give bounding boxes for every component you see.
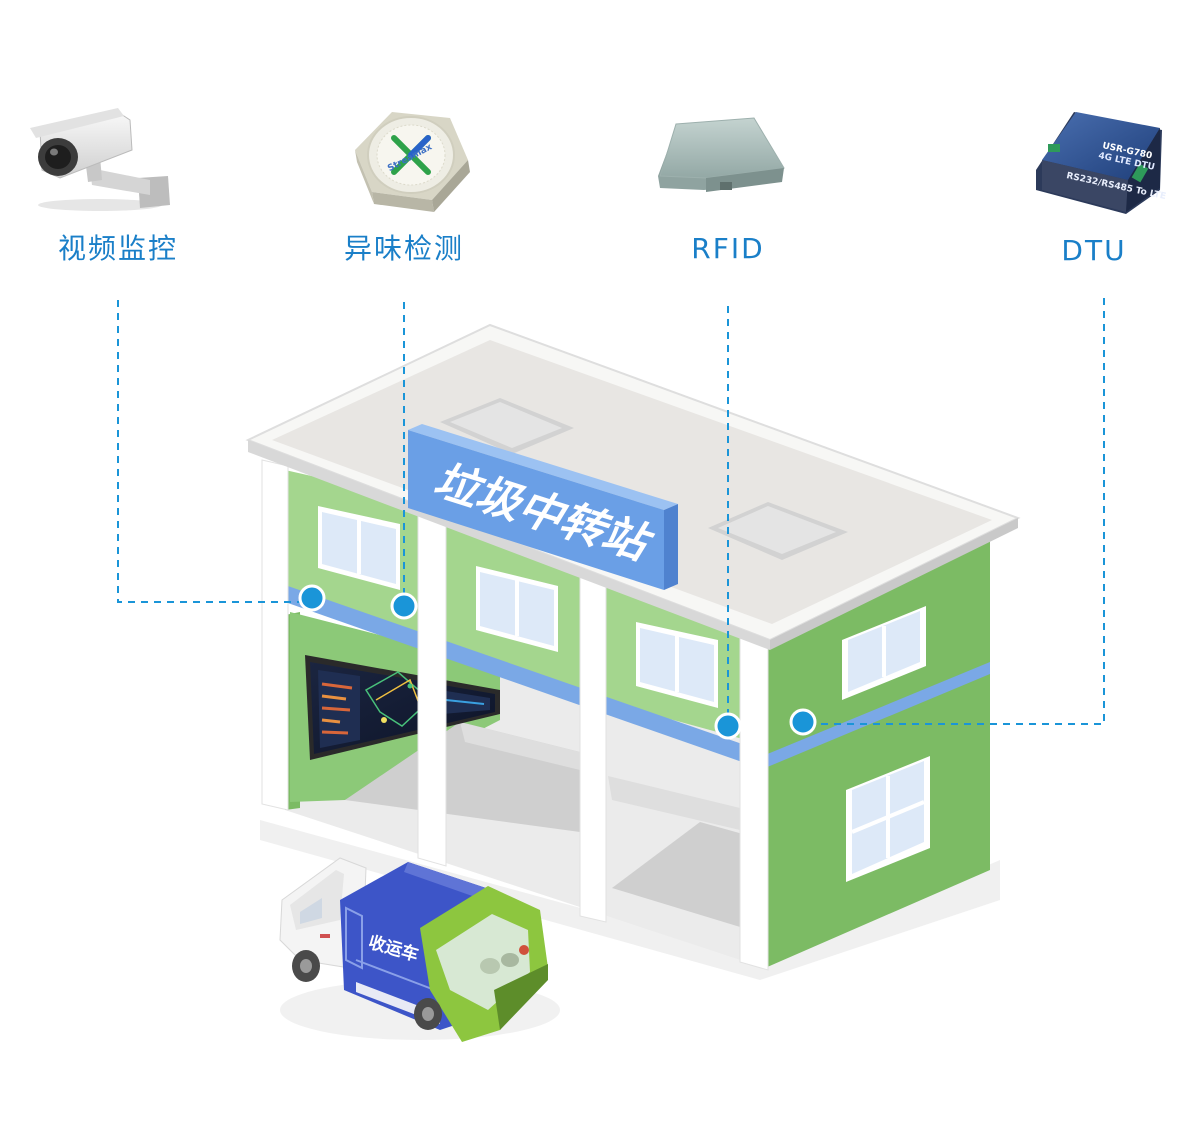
transfer-station-building: 垃圾中转站	[245, 323, 1021, 980]
odor-sensor-icon: Streamax	[355, 112, 470, 212]
roof-vent-2	[708, 502, 848, 560]
device-label-odor: 异味检测	[344, 232, 464, 265]
connector-camera	[117, 300, 312, 603]
side-window-upper	[842, 606, 926, 700]
connector-dot-rfid	[714, 712, 742, 740]
roof-vent-1	[440, 398, 574, 454]
connector-dot-dtu	[789, 708, 817, 736]
cctv-camera-icon	[30, 108, 170, 211]
connector-lines	[117, 298, 1105, 726]
connector-dtu	[803, 298, 1105, 725]
dtu-modem-icon: USR-G780 4G LTE DTU RS232/RS485 To LTE	[1036, 112, 1167, 214]
front-band	[285, 585, 765, 770]
device-label-dtu: DTU	[1061, 234, 1126, 267]
connector-dots	[298, 584, 817, 740]
side-band	[765, 662, 990, 768]
side-window-lower	[846, 756, 930, 882]
device-label-rfid: RFID	[691, 232, 764, 265]
connector-dot-odor	[390, 592, 418, 620]
monitoring-screen	[305, 655, 500, 760]
connector-dot-camera	[298, 584, 326, 612]
rfid-reader-icon	[658, 117, 785, 192]
front-window-3	[636, 622, 718, 708]
device-label-camera: 视频监控	[58, 232, 178, 265]
side-wall	[765, 540, 990, 968]
station-sign: 垃圾中转站	[408, 424, 678, 590]
front-window-2	[476, 566, 558, 652]
front-window-1	[318, 506, 400, 590]
garbage-truck: 收运车	[279, 857, 560, 1042]
